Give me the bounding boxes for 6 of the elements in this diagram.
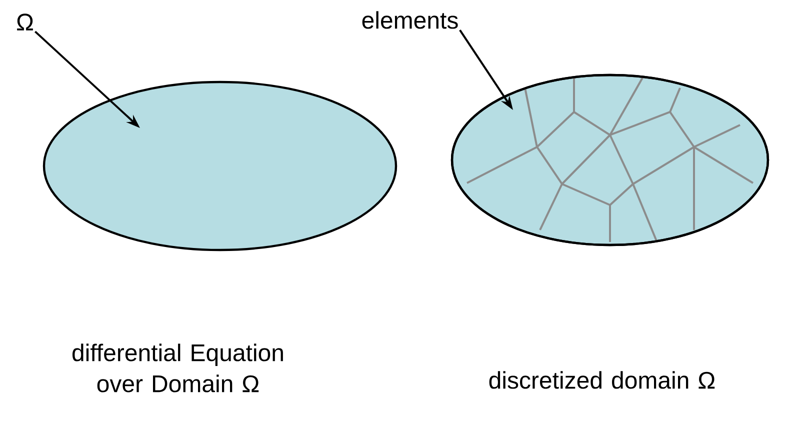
ellipse	[42, 80, 398, 252]
caption: differential Equation over Domain Ω	[72, 344, 283, 392]
node-label: elements	[362, 11, 458, 29]
meshed-ellipse-drawing	[450, 74, 770, 246]
node-label: Ω	[17, 14, 33, 30]
caption: discretized domain Ω	[489, 371, 715, 389]
